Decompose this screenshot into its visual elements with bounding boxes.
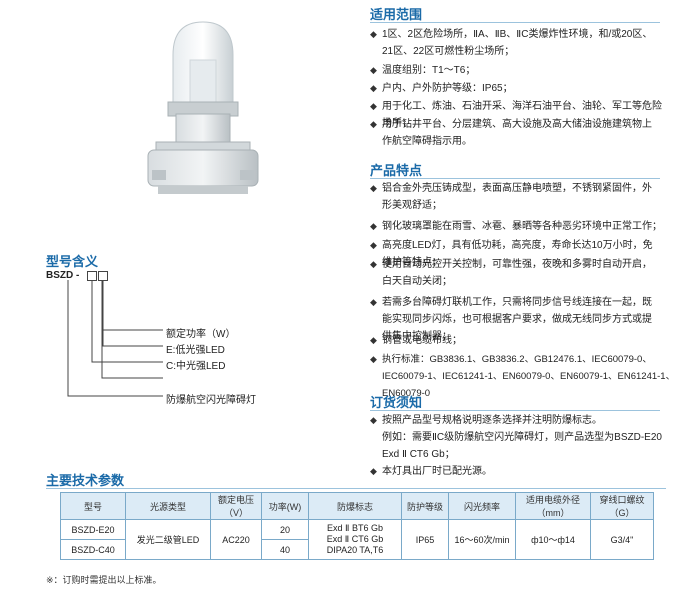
feature-item: ◆使用自动光控开关控制，可靠性强，夜晚和多雾时自动开启， 白天自动关闭； (370, 259, 652, 287)
ordering-item: ◆本灯具出厂时已配光源。 (370, 466, 492, 477)
model-diagram-lines (67, 280, 163, 397)
th-ip: 防护等级 (401, 492, 449, 520)
tech-table: 型号 光源类型 额定电压 （V） 功率(W) 防爆标志 防护等级 闪光频率 适用… (60, 492, 654, 560)
model-label-power: 额定功率（W） (166, 329, 236, 340)
tech-divider (46, 488, 666, 489)
feature-item: ◆铝合金外壳压铸成型，表面高压静电喷塑，不锈钢紧固件，外 形美观舒适； (370, 183, 652, 211)
model-label-name: 防爆航空闪光障碍灯 (166, 395, 256, 406)
cell-power: 20 (261, 519, 309, 540)
model-code: BSZD - (46, 270, 80, 281)
table-row: BSZD-C40 40 (60, 539, 654, 560)
ordering-title: 订货须知 (370, 395, 423, 410)
ordering-item: ◆按照产品型号规格说明逐条选择并注明防爆标志。 例如：需要ⅡC级防爆航空闪光障碍… (370, 415, 662, 460)
th-exmark: 防爆标志 (308, 492, 402, 520)
th-thread: 穿线口螺纹 （G） (590, 492, 654, 520)
scope-item: ◆户内、户外防护等级：IP65； (370, 83, 513, 94)
cell-light: 发光二级管LED (125, 519, 211, 560)
feature-item: ◆若需多台障碍灯联机工作，只需将同步信号线连接在一起，既 能实现同步闪烁，也可根… (370, 297, 652, 342)
scope-item: ◆1区、2区危险场所，ⅡA、ⅡB、ⅡC类爆炸性环境，和/或20区、 21区、22… (370, 29, 653, 57)
th-power: 功率(W) (261, 492, 309, 520)
cell-flash: 16～60次/min (448, 519, 516, 560)
product-image (138, 10, 268, 210)
th-light: 光源类型 (125, 492, 211, 520)
cell-ip: IP65 (401, 519, 449, 560)
scope-divider (370, 22, 660, 23)
cell-cable: ф10～ф14 (515, 519, 591, 560)
feature-item: ◆执行标准：GB3836.1、GB3836.2、GB12476.1、IEC600… (370, 354, 676, 399)
cell-power: 40 (261, 539, 309, 560)
scope-item: ◆用于钻井平台、分层建筑、高大设施及高大储油设施建筑物上 作航空障碍指示用。 (370, 119, 652, 147)
model-label-c: C:中光强LED (166, 361, 226, 372)
table-row: BSZD-E20 发光二级管LED AC220 20 Exd Ⅱ BT6 Gb … (60, 519, 654, 560)
th-model: 型号 (60, 492, 126, 520)
feature-item: ◆钢化玻璃罩能在雨雪、冰雹、暴晒等各种恶劣环境中正常工作； (370, 221, 662, 232)
feature-item: ◆高亮度LED灯，具有低功耗，高亮度，寿命长达10万小时，免 维护等特点； (370, 240, 653, 268)
th-voltage: 额定电压 （V） (210, 492, 262, 520)
cell-thread: G3/4" (590, 519, 654, 560)
feature-item: ◆钢管或电缆布线； (370, 335, 462, 346)
scope-item: ◆用于化工、炼油、石油开采、海洋石油平台、油轮、军工等危险场所； (370, 101, 662, 129)
cell-voltage: AC220 (210, 519, 262, 560)
footnote: ※：订购时需提出以上标准。 (46, 575, 162, 585)
features-title: 产品特点 (370, 163, 423, 178)
tech-title: 主要技术参数 (46, 473, 125, 488)
scope-title: 适用范围 (370, 7, 423, 22)
model-section-title: 型号含义 (46, 254, 99, 269)
cell-model: BSZD-C40 (60, 539, 126, 560)
scope-item: ◆温度组别：T1～T6； (370, 65, 476, 76)
th-flash: 闪光频率 (448, 492, 516, 520)
ordering-divider (370, 410, 660, 411)
cell-model: BSZD-E20 (60, 519, 126, 540)
cell-exmark: Exd Ⅱ BT6 Gb Exd Ⅱ CT6 Gb DIPA20 TA,T6 (308, 519, 402, 560)
th-cable: 适用电缆外径 （mm） (515, 492, 591, 520)
model-label-e: E:低光强LED (166, 345, 225, 356)
features-divider (370, 178, 660, 179)
